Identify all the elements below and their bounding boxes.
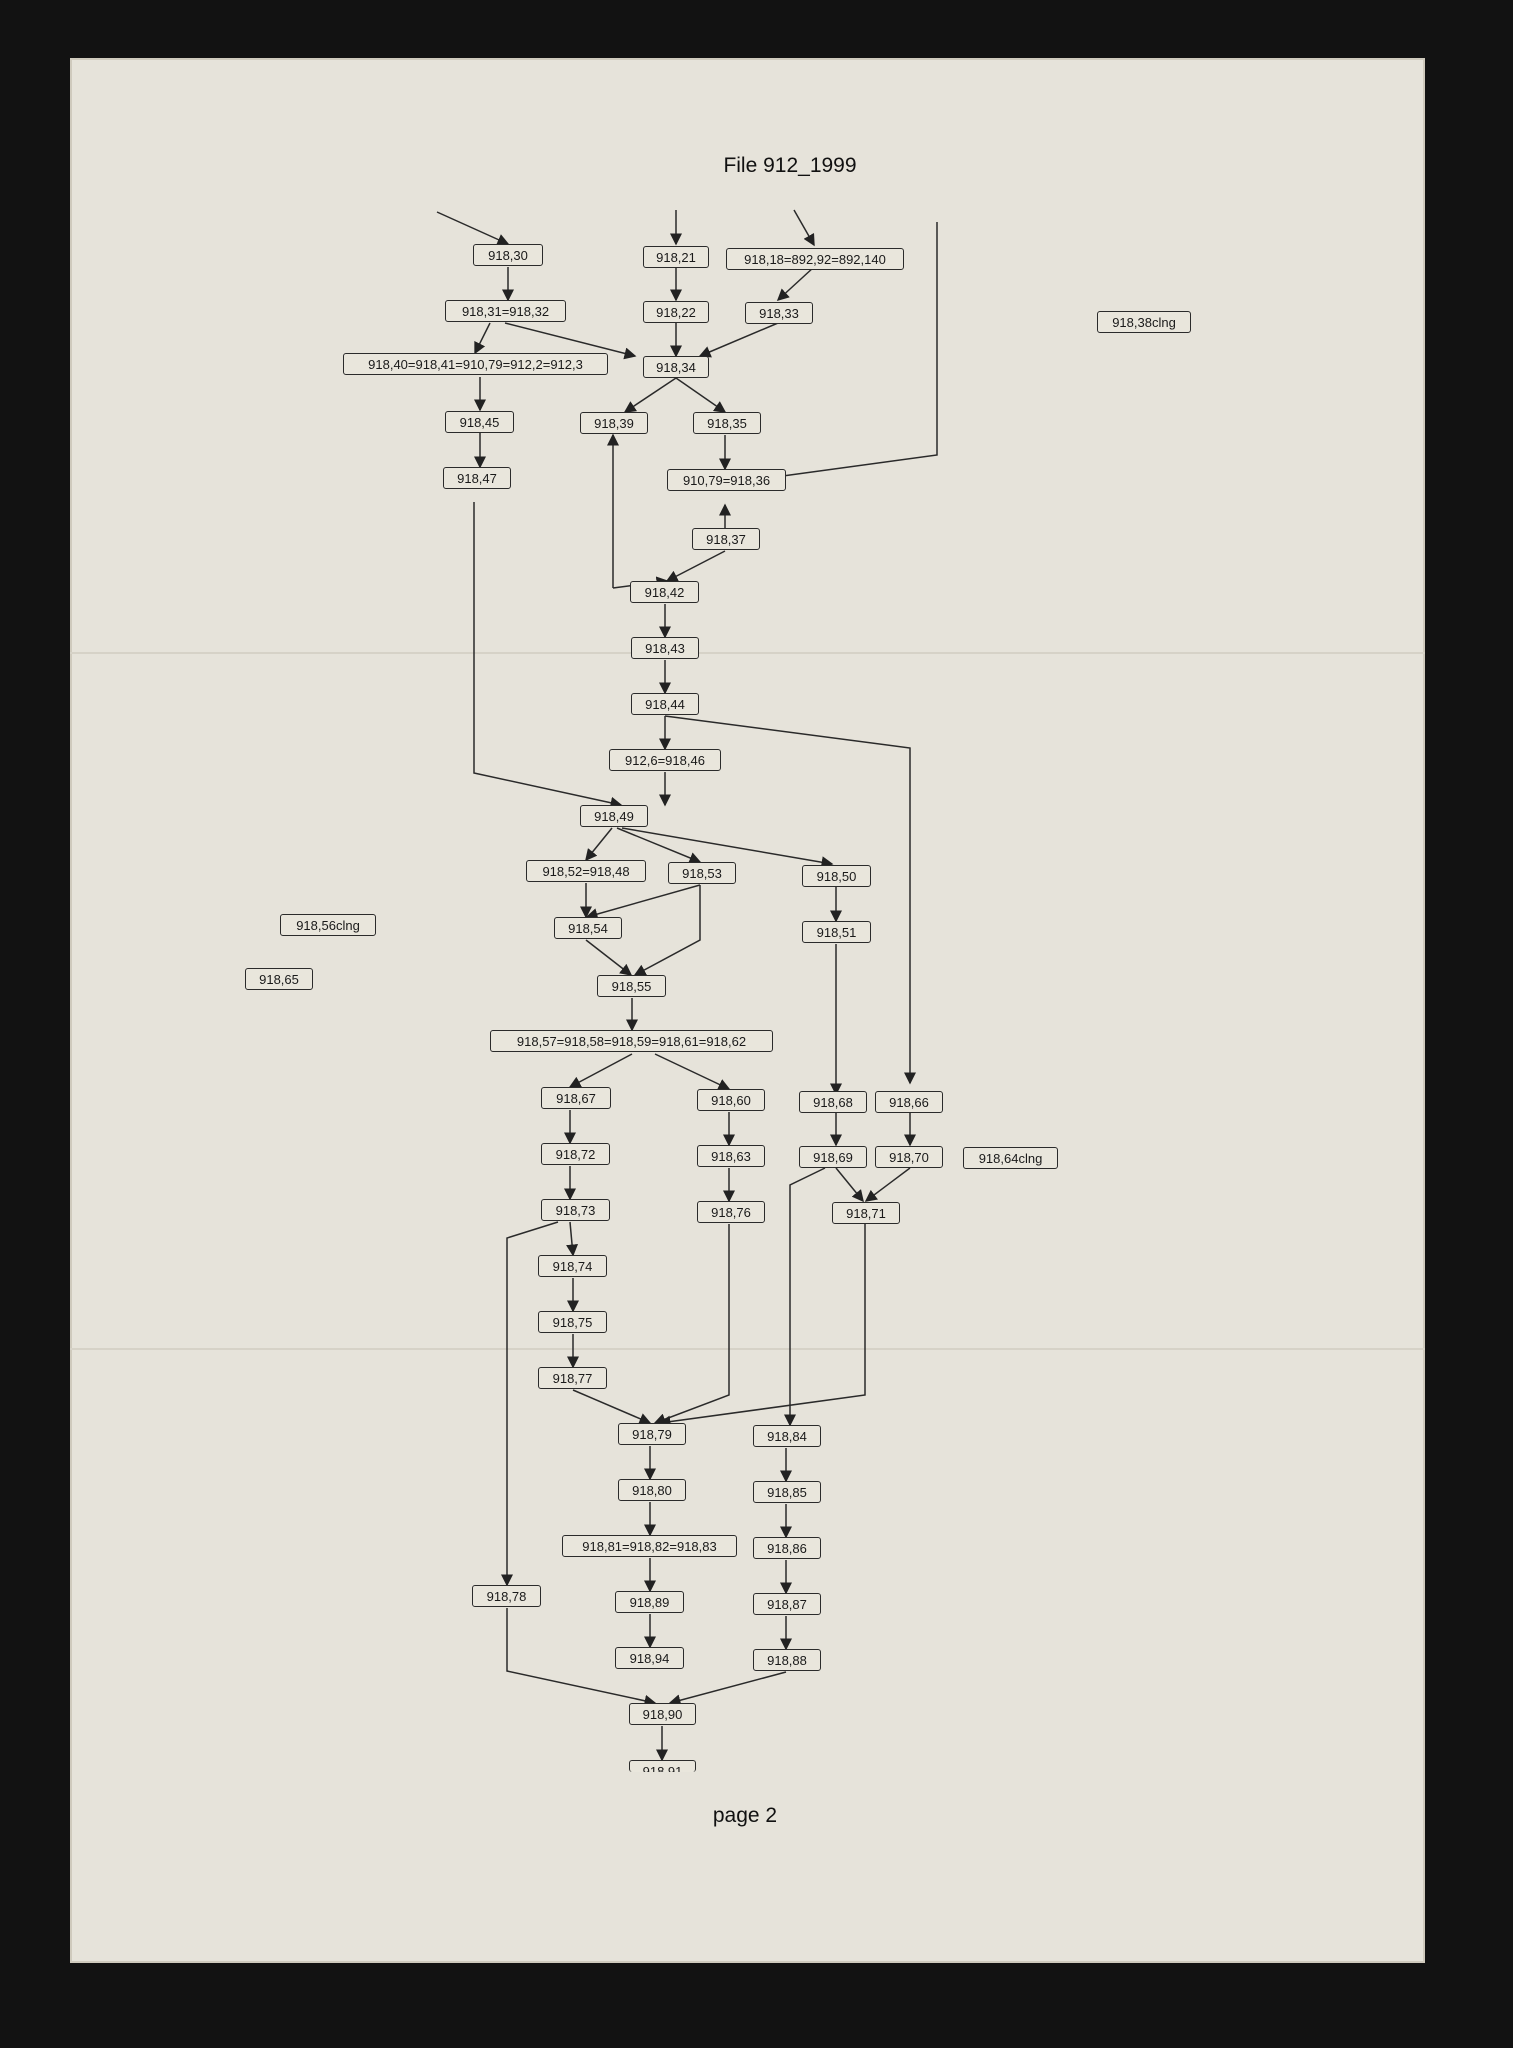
edge [506,1608,657,1707]
edge [568,1053,633,1088]
edge [474,322,491,355]
edge [766,222,938,483]
edge [664,715,916,1085]
node-918-88: 918,88 [753,1649,821,1671]
node-918-43: 918,43 [631,637,699,659]
node-918-94: 918,94 [615,1647,684,1669]
fold-line [70,1348,1425,1350]
node-918-40: 918,40=918,41=910,79=912,2=912,3 [343,353,608,375]
node-918-39: 918,39 [580,412,648,434]
node-918-55: 918,55 [597,975,666,997]
node-918-50: 918,50 [802,865,871,887]
edge [675,377,727,413]
node-918-47: 918,47 [443,467,511,489]
edge [665,550,726,582]
node-918-18: 918,18=892,92=892,140 [726,248,904,270]
node-918-42: 918,42 [630,581,699,603]
node-918-33: 918,33 [745,302,813,324]
node-918-54: 918,54 [554,917,622,939]
node-918-91: 918,91 [629,1760,696,1772]
edge [658,1224,866,1428]
node-918-72: 918,72 [541,1143,610,1165]
node-918-89: 918,89 [615,1591,684,1613]
node-918-78: 918,78 [472,1585,541,1607]
node-918-37: 918,37 [692,528,760,550]
node-918-22: 918,22 [643,301,709,323]
edge [572,1389,652,1425]
node-918-67: 918,67 [541,1087,611,1109]
node-918-90: 918,90 [629,1703,696,1725]
edge [654,1053,731,1090]
node-918-85: 918,85 [753,1481,821,1503]
edge [501,1221,559,1587]
node-918-66: 918,66 [875,1091,943,1113]
node-918-63: 918,63 [697,1145,765,1167]
node-918-71: 918,71 [832,1202,900,1224]
edge [784,1167,826,1427]
page-title: File 912_1999 [723,154,857,177]
edge [616,827,702,864]
node-918-77: 918,77 [538,1367,607,1389]
edge [585,939,633,976]
node-918-21: 918,21 [643,246,709,268]
node-918-38clng: 918,38clng [1097,311,1191,333]
node-918-49: 918,49 [580,805,648,827]
node-918-57: 918,57=918,58=918,59=918,61=918,62 [490,1030,773,1052]
edge [633,885,701,976]
node-910-79-918-36: 910,79=918,36 [667,469,786,491]
node-918-68: 918,68 [799,1091,867,1113]
node-918-80: 918,80 [618,1479,686,1501]
edge [504,322,637,360]
node-918-75: 918,75 [538,1311,607,1333]
edge [835,1167,864,1203]
node-918-65: 918,65 [245,968,313,990]
edge [473,502,623,809]
edge [585,884,701,920]
node-918-73: 918,73 [541,1199,610,1221]
node-918-44: 918,44 [631,693,699,715]
node-918-84: 918,84 [753,1425,821,1447]
node-918-76: 918,76 [697,1201,765,1223]
node-918-45: 918,45 [445,411,514,433]
node-918-60: 918,60 [697,1089,765,1111]
node-918-30: 918,30 [473,244,543,266]
edge [653,1224,730,1425]
node-918-69: 918,69 [799,1146,867,1168]
edge [776,266,815,302]
fold-line [70,652,1425,654]
node-918-35: 918,35 [693,412,761,434]
node-918-86: 918,86 [753,1537,821,1559]
node-918-52: 918,52=918,48 [526,860,646,882]
node-918-56clng: 918,56clng [280,914,376,936]
node-918-64clng: 918,64clng [963,1147,1058,1169]
edge [621,827,834,869]
edge [698,322,779,358]
node-918-53: 918,53 [668,862,736,884]
edge [864,1167,911,1202]
paper-sheet [70,58,1425,1963]
edge [585,827,613,862]
node-918-31: 918,31=918,32 [445,300,566,322]
node-918-34: 918,34 [643,356,709,378]
page-footer: page 2 [712,1804,778,1827]
edge [566,1221,579,1257]
node-918-87: 918,87 [753,1593,821,1615]
node-918-81: 918,81=918,82=918,83 [562,1535,737,1557]
node-918-70: 918,70 [875,1146,943,1168]
node-918-79: 918,79 [618,1423,686,1445]
node-912-6-918-46: 912,6=918,46 [609,749,721,771]
node-918-51: 918,51 [802,921,871,943]
edge [793,209,815,247]
edge [668,1671,787,1707]
node-918-74: 918,74 [538,1255,607,1277]
edge [436,211,510,246]
edge [623,377,677,413]
